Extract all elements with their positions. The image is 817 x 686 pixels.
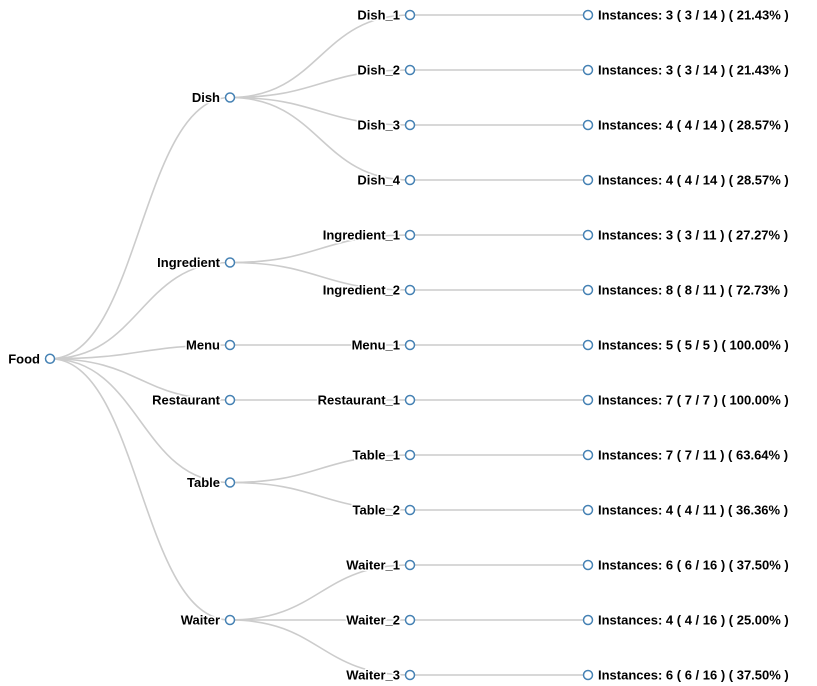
node-label-instances-4-4-11-36-36: Instances: 4 ( 4 / 11 ) ( 36.36% ) bbox=[598, 503, 788, 518]
node-label-instances-3-3-14-21-43: Instances: 3 ( 3 / 14 ) ( 21.43% ) bbox=[598, 8, 789, 23]
edge-food-to-table bbox=[49, 357, 231, 484]
node-circle-waiter-1[interactable] bbox=[404, 559, 416, 571]
node-circle-waiter-3[interactable] bbox=[404, 669, 416, 681]
node-circle-instances-7-7-11-63-64[interactable] bbox=[582, 449, 594, 461]
node-label-dish: Dish bbox=[192, 90, 220, 105]
edge-dish-to-dish-2 bbox=[229, 69, 411, 99]
node-label-instances-8-8-11-72-73: Instances: 8 ( 8 / 11 ) ( 72.73% ) bbox=[598, 283, 788, 298]
edge-food-to-waiter bbox=[49, 357, 231, 621]
node-label-menu-1: Menu_1 bbox=[352, 338, 400, 353]
node-circle-table-2[interactable] bbox=[404, 504, 416, 516]
node-label-waiter-1: Waiter_1 bbox=[346, 558, 400, 573]
node-label-instances-4-4-14-28-57: Instances: 4 ( 4 / 14 ) ( 28.57% ) bbox=[598, 173, 789, 188]
node-label-instances-3-3-11-27-27: Instances: 3 ( 3 / 11 ) ( 27.27% ) bbox=[598, 228, 788, 243]
node-circle-instances-8-8-11-72-73[interactable] bbox=[582, 284, 594, 296]
node-label-dish-3: Dish_3 bbox=[357, 118, 400, 133]
edge-table-to-table-2 bbox=[229, 481, 411, 511]
node-label-instances-4-4-16-25-00: Instances: 4 ( 4 / 16 ) ( 25.00% ) bbox=[598, 613, 789, 628]
node-label-food: Food bbox=[8, 351, 40, 366]
node-label-table: Table bbox=[187, 475, 220, 490]
node-label-instances-7-7-11-63-64: Instances: 7 ( 7 / 11 ) ( 63.64% ) bbox=[598, 448, 788, 463]
node-circle-dish-4[interactable] bbox=[404, 174, 416, 186]
node-circle-menu-1[interactable] bbox=[404, 339, 416, 351]
node-label-restaurant: Restaurant bbox=[152, 393, 221, 408]
node-circle-dish-3[interactable] bbox=[404, 119, 416, 131]
edge-ingredient-to-ingredient-2 bbox=[229, 261, 411, 291]
node-circle-table[interactable] bbox=[224, 477, 236, 488]
node-label-instances-7-7-7-100-00: Instances: 7 ( 7 / 7 ) ( 100.00% ) bbox=[598, 393, 789, 408]
node-label-waiter: Waiter bbox=[181, 613, 220, 628]
edge-dish-to-dish-4 bbox=[229, 96, 411, 181]
node-label-ingredient-2: Ingredient_2 bbox=[323, 283, 400, 298]
node-circle-ingredient[interactable] bbox=[224, 257, 236, 268]
node-circle-dish[interactable] bbox=[224, 92, 236, 103]
node-label-table-2: Table_2 bbox=[353, 503, 400, 518]
edges-layer bbox=[49, 14, 588, 676]
node-label-restaurant-1: Restaurant_1 bbox=[318, 393, 400, 408]
node-label-instances-5-5-5-100-00: Instances: 5 ( 5 / 5 ) ( 100.00% ) bbox=[598, 338, 789, 353]
node-circle-table-1[interactable] bbox=[404, 449, 416, 461]
node-label-dish-1: Dish_1 bbox=[357, 8, 400, 23]
node-label-waiter-3: Waiter_3 bbox=[346, 668, 400, 683]
node-circle-instances-4-4-14-28-57[interactable] bbox=[582, 174, 594, 186]
node-label-waiter-2: Waiter_2 bbox=[346, 613, 400, 628]
edge-food-to-ingredient bbox=[49, 261, 231, 360]
node-label-table-1: Table_1 bbox=[353, 448, 400, 463]
edge-waiter-to-waiter-3 bbox=[229, 619, 411, 676]
edge-ingredient-to-ingredient-1 bbox=[229, 234, 411, 264]
node-label-ingredient-1: Ingredient_1 bbox=[323, 228, 400, 243]
nodes-layer bbox=[44, 9, 594, 681]
node-circle-waiter[interactable] bbox=[224, 614, 236, 626]
node-label-instances-4-4-14-28-57: Instances: 4 ( 4 / 14 ) ( 28.57% ) bbox=[598, 118, 789, 133]
node-circle-instances-5-5-5-100-00[interactable] bbox=[582, 339, 594, 351]
node-circle-restaurant-1[interactable] bbox=[404, 394, 416, 406]
node-circle-dish-1[interactable] bbox=[404, 9, 416, 21]
edge-waiter-to-waiter-1 bbox=[229, 564, 411, 621]
node-circle-instances-6-6-16-37-50[interactable] bbox=[582, 669, 594, 681]
edge-food-to-menu bbox=[49, 344, 231, 360]
node-circle-instances-4-4-14-28-57[interactable] bbox=[582, 119, 594, 131]
node-label-menu: Menu bbox=[186, 338, 220, 353]
edge-food-to-dish bbox=[49, 96, 231, 360]
node-circle-instances-7-7-7-100-00[interactable] bbox=[582, 394, 594, 406]
node-circle-ingredient-1[interactable] bbox=[404, 229, 416, 241]
edge-table-to-table-1 bbox=[229, 454, 411, 484]
node-label-instances-6-6-16-37-50: Instances: 6 ( 6 / 16 ) ( 37.50% ) bbox=[598, 558, 789, 573]
node-circle-instances-4-4-11-36-36[interactable] bbox=[582, 504, 594, 516]
node-circle-food[interactable] bbox=[44, 353, 56, 364]
node-circle-instances-3-3-14-21-43[interactable] bbox=[582, 64, 594, 76]
node-label-dish-2: Dish_2 bbox=[357, 63, 400, 78]
node-circle-menu[interactable] bbox=[224, 339, 236, 351]
edge-dish-to-dish-1 bbox=[229, 14, 411, 99]
node-circle-ingredient-2[interactable] bbox=[404, 284, 416, 296]
node-circle-restaurant[interactable] bbox=[224, 394, 236, 406]
node-label-ingredient: Ingredient bbox=[157, 255, 221, 270]
node-circle-waiter-2[interactable] bbox=[404, 614, 416, 626]
node-circle-instances-4-4-16-25-00[interactable] bbox=[582, 614, 594, 626]
node-label-instances-3-3-14-21-43: Instances: 3 ( 3 / 14 ) ( 21.43% ) bbox=[598, 63, 789, 78]
node-label-instances-6-6-16-37-50: Instances: 6 ( 6 / 16 ) ( 37.50% ) bbox=[598, 668, 789, 683]
edge-food-to-restaurant bbox=[49, 357, 231, 401]
node-circle-instances-6-6-16-37-50[interactable] bbox=[582, 559, 594, 571]
edge-dish-to-dish-3 bbox=[229, 96, 411, 126]
node-circle-instances-3-3-11-27-27[interactable] bbox=[582, 229, 594, 241]
node-label-dish-4: Dish_4 bbox=[357, 173, 400, 188]
node-circle-dish-2[interactable] bbox=[404, 64, 416, 76]
node-circle-instances-3-3-14-21-43[interactable] bbox=[582, 9, 594, 21]
